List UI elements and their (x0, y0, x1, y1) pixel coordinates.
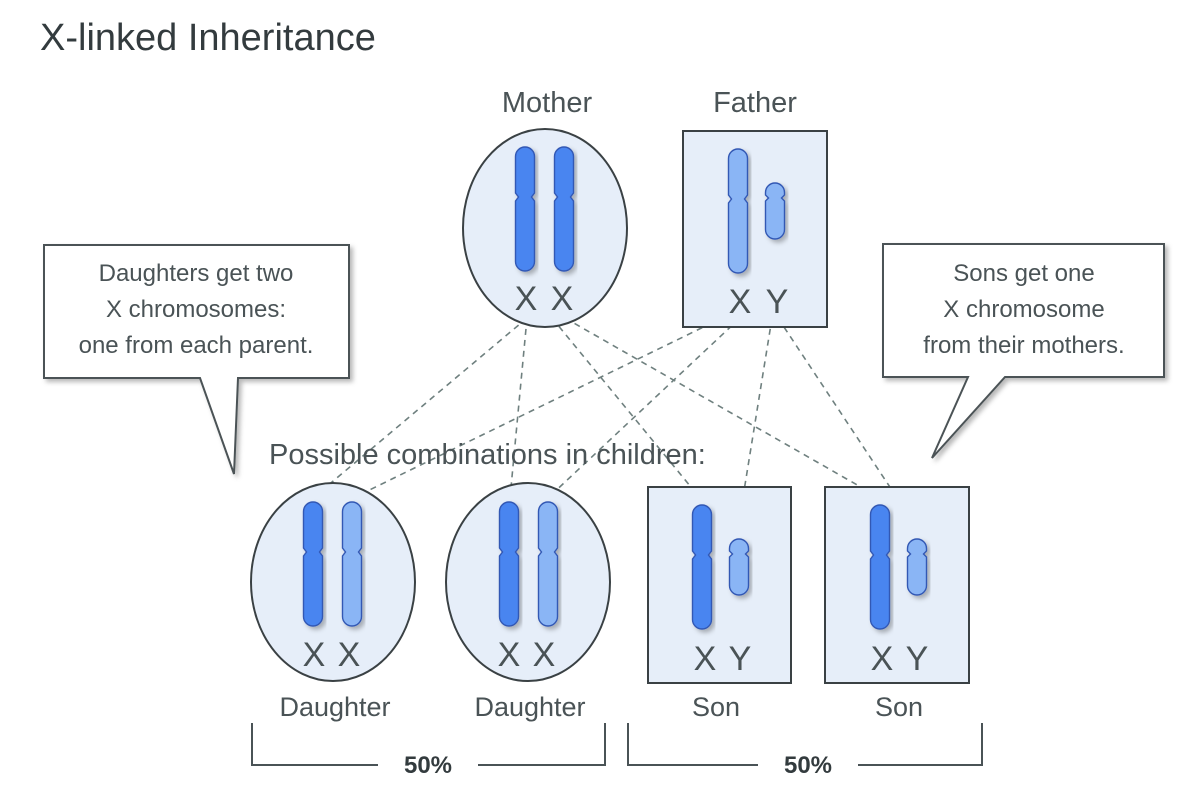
daughter-2-allele-1: X (498, 636, 521, 674)
sons-bracket: 50% (627, 723, 983, 779)
daughter-1-allele-1: X (303, 636, 326, 674)
mother-label: Mother (502, 87, 593, 119)
son-2-label: Son (875, 692, 923, 722)
line-mother-x2-to-son1 (551, 317, 701, 499)
son-2-allele-y: Y (906, 640, 929, 678)
father-cell: Father X Y (682, 87, 828, 328)
son-1-maternal-x-chromosome-shape (691, 504, 713, 630)
line-father-x-to-daughter2 (547, 317, 741, 499)
father-label: Father (713, 87, 797, 119)
son-1-maternal-x-chromosome (691, 504, 713, 630)
son-1-label: Son (692, 692, 740, 722)
sons-percentage: 50% (784, 752, 832, 779)
daughters-callout (43, 244, 350, 475)
daughters-callout-text: Daughters get two X chromosomes: one fro… (79, 260, 314, 359)
mother-x-chromosome-1 (514, 146, 536, 272)
line-mother-x1-to-daughter2 (509, 317, 528, 499)
line-mother-x1-to-daughter1 (312, 317, 528, 499)
mother-x-chromosome-2-shape (553, 146, 575, 272)
daughter-1-paternal-x-chromosome (341, 501, 363, 627)
daughter-2-maternal-x-chromosome (498, 501, 520, 627)
son-2-paternal-y-chromosome (906, 538, 928, 596)
daughters-callout-line-2: X chromosomes: (106, 296, 286, 323)
son-1-paternal-y-chromosome (728, 538, 750, 596)
son-1-cell: X Y (647, 486, 792, 684)
daughters-bracket: 50% (251, 723, 606, 779)
mother-allele-1: X (515, 280, 538, 318)
daughter-2-label: Daughter (474, 692, 585, 722)
sons-callout-line-3: from their mothers. (923, 332, 1124, 359)
son-2-allele-x: X (871, 640, 894, 678)
sons-callout-bubble (882, 243, 1165, 459)
daughter-1-paternal-x-chromosome-shape (341, 501, 363, 627)
sons-callout-line-1: Sons get one (953, 260, 1094, 287)
son-2-cell-outline (824, 486, 970, 684)
line-mother-x2-to-son2 (564, 317, 881, 499)
son-2-maternal-x-chromosome (869, 504, 891, 630)
daughter-1-maternal-x-chromosome-shape (302, 501, 324, 627)
daughter-1-label: Daughter (279, 692, 390, 722)
daughters-callout-bubble (43, 244, 350, 475)
mother-cell-outline (462, 128, 628, 328)
sons-bracket-right (858, 723, 983, 766)
father-x-chromosome (727, 148, 749, 274)
daughter-1-maternal-x-chromosome (302, 501, 324, 627)
son-1-allele-x: X (694, 640, 717, 678)
sons-callout-line-2: X chromosome (943, 296, 1104, 323)
daughter-2-paternal-x-chromosome-shape (537, 501, 559, 627)
line-father-x-to-daughter1 (352, 317, 723, 499)
mother-x-chromosome-1-shape (514, 146, 536, 272)
daughter-2-allele-2: X (533, 636, 556, 674)
sons-callout (882, 243, 1165, 459)
daughter-2-cell: X X (445, 482, 611, 682)
sons-bracket-left (627, 723, 758, 766)
children-section-label: Possible combinations in children: (269, 439, 706, 471)
daughters-callout-line-3: one from each parent. (79, 332, 314, 359)
mother-allele-2: X (551, 280, 574, 318)
daughters-callout-line-1: Daughters get two (99, 260, 294, 287)
son-1-paternal-y-chromosome-shape (728, 538, 750, 596)
father-cell-outline (682, 130, 828, 328)
father-allele-y: Y (766, 283, 789, 321)
daughter-2-cell-outline (445, 482, 611, 682)
daughters-bracket-left (251, 723, 378, 766)
son-2-paternal-y-chromosome-shape (906, 538, 928, 596)
daughters-percentage: 50% (404, 752, 452, 779)
daughter-1-cell-outline (250, 482, 416, 682)
father-y-chromosome-shape (764, 182, 786, 240)
diagram-title: X-linked Inheritance (40, 17, 376, 59)
daughters-bracket-right (478, 723, 606, 766)
sons-callout-text: Sons get one X chromosome from their mot… (923, 260, 1124, 359)
daughter-1-cell: X X (250, 482, 416, 682)
son-2-maternal-x-chromosome-shape (869, 504, 891, 630)
son-1-allele-y: Y (729, 640, 752, 678)
daughter-1-allele-2: X (338, 636, 361, 674)
daughter-2-maternal-x-chromosome-shape (498, 501, 520, 627)
daughter-2-paternal-x-chromosome (537, 501, 559, 627)
mother-x-chromosome-2 (553, 146, 575, 272)
son-1-cell-outline (647, 486, 792, 684)
father-allele-x: X (729, 283, 752, 321)
son-2-cell: X Y (824, 486, 970, 684)
father-x-chromosome-shape (727, 148, 749, 274)
mother-cell: Mother X X (462, 87, 628, 328)
father-y-chromosome (764, 182, 786, 240)
